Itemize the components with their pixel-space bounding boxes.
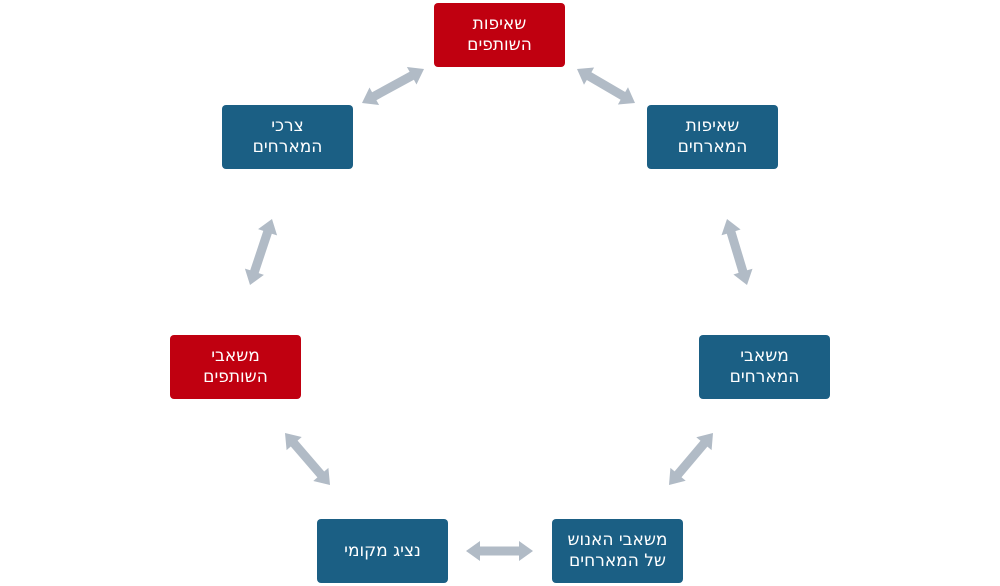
node-label: משאבי המארחים [729,346,800,387]
node-label: שאיפות המארחים [677,116,748,157]
node-label: משאבי האנוש של המארחים [567,530,668,571]
arrow-hosts-needs-to-partners-aspirations [362,67,424,105]
node-hosts-resources: משאבי המארחים [699,335,830,399]
arrow-local-representative-to-partners-resources [285,433,330,485]
arrow-partners-aspirations-to-hosts-aspirations [577,67,635,105]
node-hosts-aspirations: שאיפות המארחים [647,105,778,169]
node-label: משאבי השותפים [203,346,268,387]
node-hosts-human-resources: משאבי האנוש של המארחים [552,519,683,583]
node-label: נציג מקומי [344,540,421,561]
node-label: שאיפות השותפים [467,14,532,55]
arrow-hosts-human-resources-to-local-representative [466,541,533,561]
node-label: צרכי המארחים [252,116,323,157]
node-partners-aspirations: שאיפות השותפים [434,3,565,67]
arrow-partners-resources-to-hosts-needs [244,219,278,285]
node-local-representative: נציג מקומי [317,519,448,583]
arrow-hosts-resources-to-hosts-human-resources [669,433,713,485]
node-partners-resources: משאבי השותפים [170,335,301,399]
node-hosts-needs: צרכי המארחים [222,105,353,169]
arrow-hosts-aspirations-to-hosts-resources [721,219,753,285]
